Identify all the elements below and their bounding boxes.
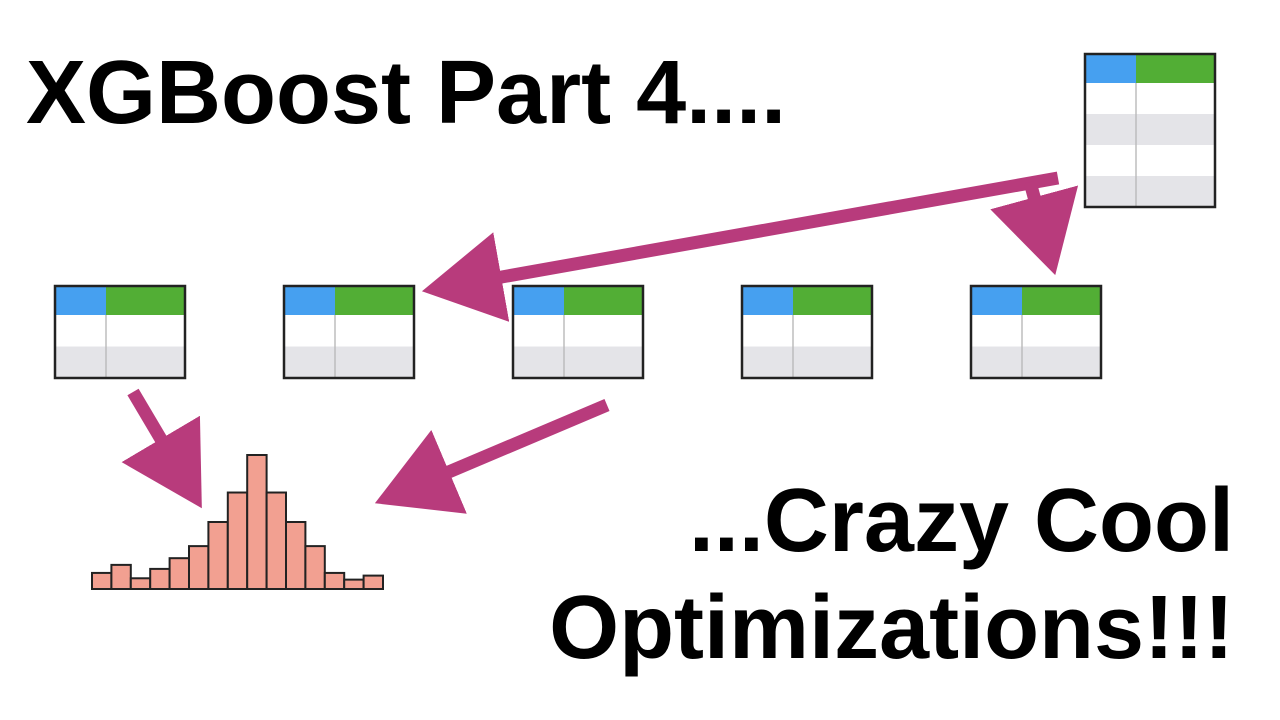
histogram-bar — [91, 571, 113, 590]
histogram-bar — [226, 491, 249, 590]
histogram-bar — [246, 454, 268, 590]
table-row — [1085, 83, 1215, 114]
table-header-right — [564, 286, 643, 315]
table-icon-2 — [282, 284, 416, 380]
subtitle: ...Crazy Cool Optimizations!!! — [549, 468, 1234, 682]
histogram-bar — [168, 557, 191, 590]
histogram-bar — [129, 577, 152, 591]
title: XGBoost Part 4.... — [26, 43, 787, 143]
table-border — [282, 284, 416, 380]
table-header-left — [1085, 54, 1136, 83]
table-border — [740, 284, 874, 380]
table-row — [1085, 176, 1215, 207]
table-icon-4 — [740, 284, 874, 380]
histogram-bar — [343, 578, 365, 590]
table-row — [742, 315, 872, 347]
histogram-bar — [188, 545, 210, 590]
subtitle-line-2: Optimizations!!! — [549, 578, 1234, 679]
table-border — [53, 284, 187, 380]
table-header-right — [106, 286, 185, 315]
arrow-icon-table-3-to-histogram — [374, 399, 610, 514]
table-header-left — [284, 286, 335, 315]
table-row — [971, 315, 1101, 347]
table-border — [969, 284, 1103, 380]
table-row — [1085, 114, 1215, 145]
arrow-icon-source-to-table-2 — [421, 171, 1060, 322]
subtitle-line-1: ...Crazy Cool — [688, 471, 1234, 571]
table-header-right — [335, 286, 414, 315]
table-icon-5 — [969, 284, 1103, 380]
table-header-left — [513, 286, 564, 315]
histogram-bar — [362, 574, 385, 590]
table-header-left — [742, 286, 793, 315]
histogram-bar — [110, 563, 132, 591]
source-table-icon — [1083, 52, 1217, 209]
histogram-icon — [91, 454, 385, 591]
table-row — [971, 346, 1101, 378]
histogram-bar — [149, 567, 171, 591]
table-header-left — [55, 286, 106, 315]
histogram-bar — [304, 545, 326, 590]
table-row — [55, 346, 185, 378]
table-icon-1 — [53, 284, 187, 380]
table-border — [511, 284, 645, 380]
table-row — [284, 346, 414, 378]
histogram-bar — [323, 571, 346, 590]
table-row — [284, 315, 414, 347]
table-row — [513, 346, 643, 378]
table-row — [55, 315, 185, 347]
table-border — [1083, 52, 1217, 209]
table-row — [1085, 145, 1215, 176]
arrow-icon-table-1-to-histogram — [121, 388, 202, 509]
arrow-icon-source-to-table-5 — [990, 180, 1079, 276]
histogram-bar — [285, 521, 307, 590]
table-header-right — [793, 286, 872, 315]
table-header-left — [971, 286, 1022, 315]
table-header-right — [1136, 54, 1215, 83]
table-icon-3 — [511, 284, 645, 380]
table-row — [513, 315, 643, 347]
table-header-right — [1022, 286, 1101, 315]
histogram-bar — [207, 521, 229, 590]
table-row — [742, 346, 872, 378]
histogram-bar — [265, 491, 288, 590]
